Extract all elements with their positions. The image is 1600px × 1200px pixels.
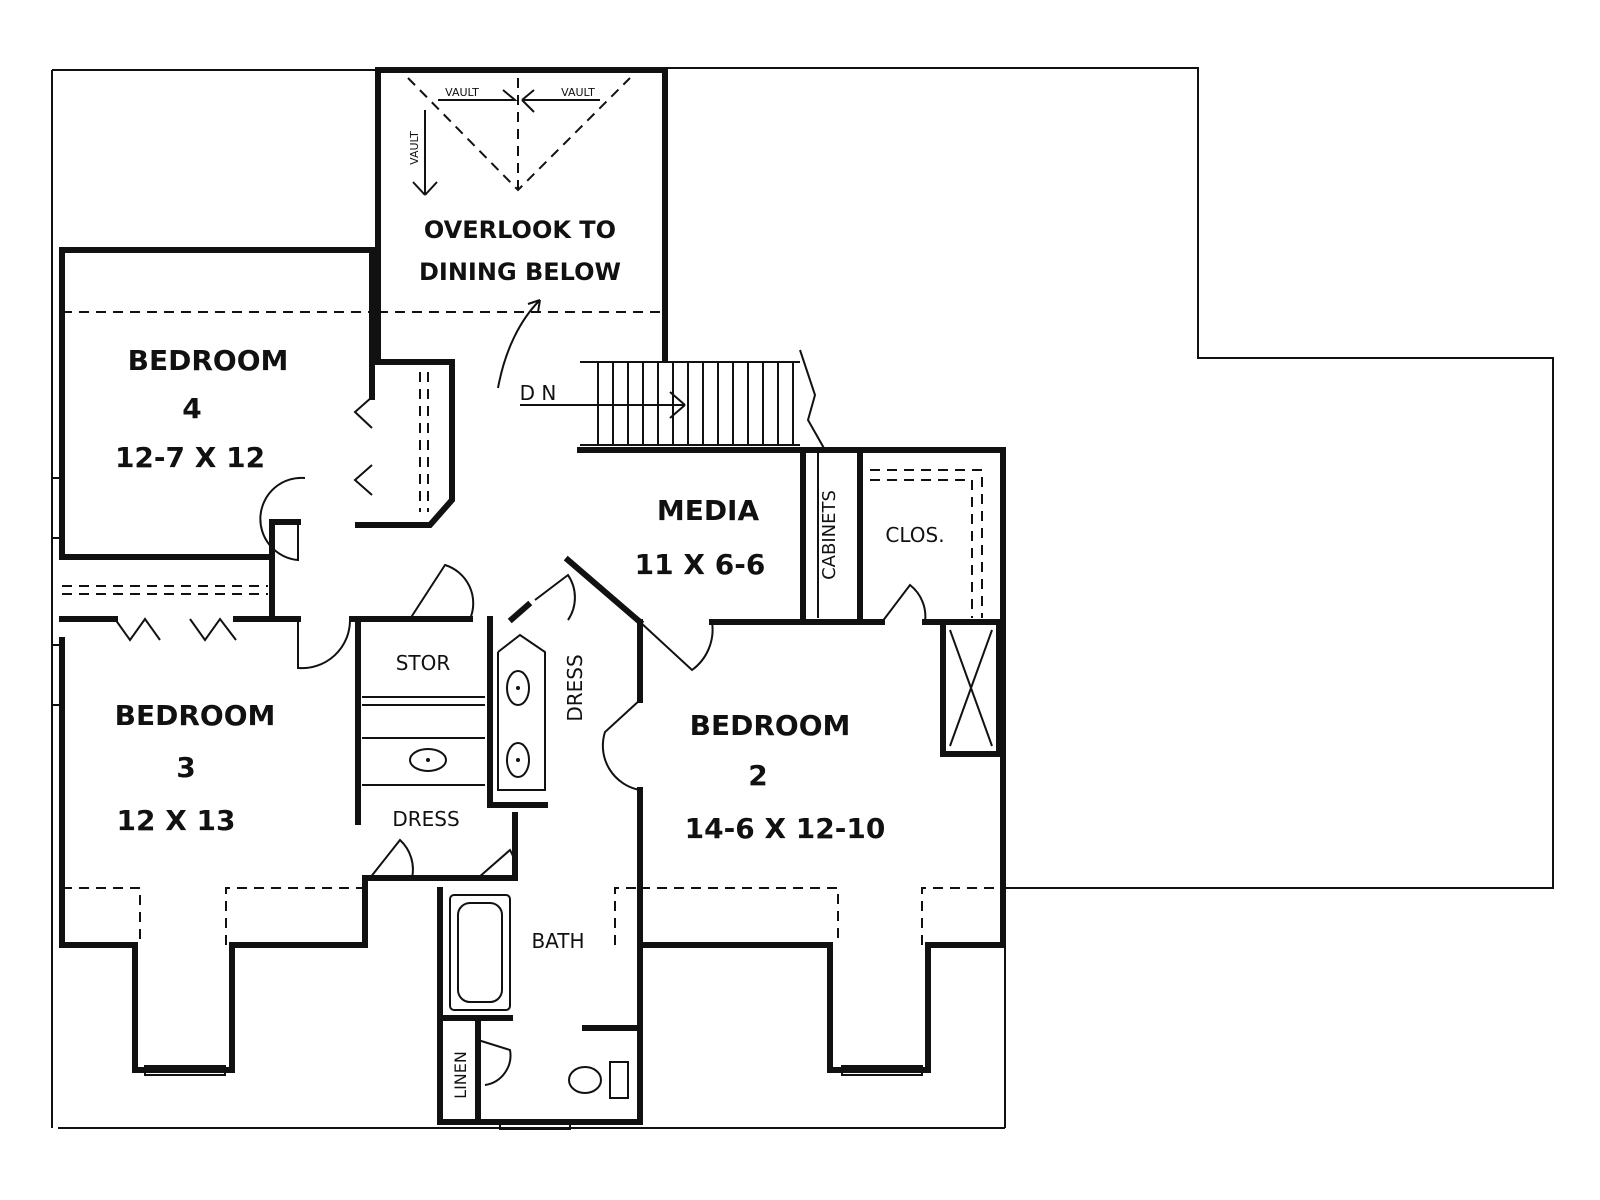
stor-door-swing (409, 563, 475, 620)
dress-right-label: DRESS (563, 654, 587, 721)
labels: OVERLOOK TO DINING BELOW VAULT VAULT VAU… (115, 86, 945, 1099)
sink-icon (409, 748, 447, 772)
roof-outline (655, 67, 1554, 889)
bedroom2-bottom-wall (637, 942, 1006, 1073)
overlook-arrow-icon (497, 299, 541, 389)
media-name: MEDIA (657, 494, 760, 527)
bedroom3-dormer-dash-a (62, 887, 141, 945)
vault-label-b: VAULT (561, 86, 595, 99)
bedroom4-window (51, 477, 63, 539)
double-vanity (497, 633, 546, 791)
vault-label-c: VAULT (408, 131, 421, 165)
bedroom2-dormer-dash-a (640, 887, 839, 945)
bedroom2-name: BEDROOM (690, 709, 851, 742)
stair-down-label: D N (520, 381, 557, 405)
bedroom4-closet-bifold-2 (353, 464, 373, 496)
bedroom2-size: 14-6 X 12-10 (685, 812, 886, 845)
bedroom4-bottom-wall (59, 519, 301, 560)
details (51, 77, 1003, 1130)
overlook-label-1: OVERLOOK TO (424, 216, 616, 244)
clos-shelf (870, 479, 973, 618)
bedroom2-number: 2 (748, 759, 767, 792)
closet4-wall (355, 359, 455, 528)
bedroom3-size: 12 X 13 (116, 804, 235, 837)
dress-diag-wall (563, 555, 645, 627)
dress-door-swing (601, 699, 641, 791)
stair-break-line (799, 349, 826, 451)
vault-label-a: VAULT (445, 86, 479, 99)
toilet-icon (568, 1066, 602, 1094)
clos-shelf-2 (870, 469, 983, 618)
vanity-top-stub (507, 600, 533, 624)
bedroom3-dormer-dash-b (225, 887, 365, 945)
stair-down-arrow-icon (520, 391, 686, 419)
outline-thin (51, 67, 1554, 1129)
tub-icon (449, 894, 511, 1011)
dress-left-label: DRESS (392, 807, 459, 831)
sink-icon-2 (506, 670, 530, 706)
vault-arrow-right-icon (438, 89, 518, 101)
toilet-tank (609, 1061, 629, 1099)
bedroom2-dormer-window (841, 1065, 923, 1076)
tub-inner (457, 902, 503, 1003)
sink-icon-3 (506, 742, 530, 778)
bedroom4-size: 12-7 X 12 (115, 441, 265, 474)
bath-dash (614, 887, 640, 945)
bath-label: BATH (531, 929, 584, 953)
vanity-door-swing (534, 573, 576, 621)
bedroom3-bottom-wall (59, 875, 368, 1073)
vault-arrow-left-icon (521, 89, 600, 113)
clos-label: CLOS. (885, 523, 944, 547)
bedroom3-closet-bifold-2 (189, 617, 237, 642)
stairs (520, 349, 826, 451)
bath-window (499, 1119, 571, 1130)
walls (59, 67, 1006, 1125)
media-size: 11 X 6-6 (635, 548, 766, 581)
overlook-label-2: DINING BELOW (419, 258, 621, 286)
bedroom3-name: BEDROOM (115, 699, 276, 732)
bedroom3-number: 3 (176, 751, 195, 784)
stor-label: STOR (396, 651, 451, 675)
bath-door-swing (477, 848, 517, 879)
chase-x-2 (949, 629, 993, 747)
linen-door-swing (477, 1039, 512, 1086)
bedroom2-dormer-dash-b (921, 887, 1003, 945)
linen-label: LINEN (451, 1051, 470, 1099)
closet-door-swing (881, 583, 927, 623)
bedroom4-closet-bifold (353, 396, 373, 429)
bedroom2-door-swing (639, 621, 714, 672)
cabinets-label: CABINETS (819, 490, 840, 580)
bedroom3-dormer-window (144, 1065, 226, 1076)
bedroom3-window (51, 644, 63, 706)
bedroom3-door-swing (297, 619, 352, 670)
bedroom4-number: 4 (182, 392, 201, 425)
bedroom3-closet-bifold (114, 617, 161, 642)
bedroom4-door-swing (259, 476, 306, 562)
bedroom4-name: BEDROOM (128, 344, 289, 377)
chase (940, 619, 1002, 757)
dress-left-door-swing (369, 838, 414, 879)
vault-arrow-down-icon (412, 110, 438, 196)
